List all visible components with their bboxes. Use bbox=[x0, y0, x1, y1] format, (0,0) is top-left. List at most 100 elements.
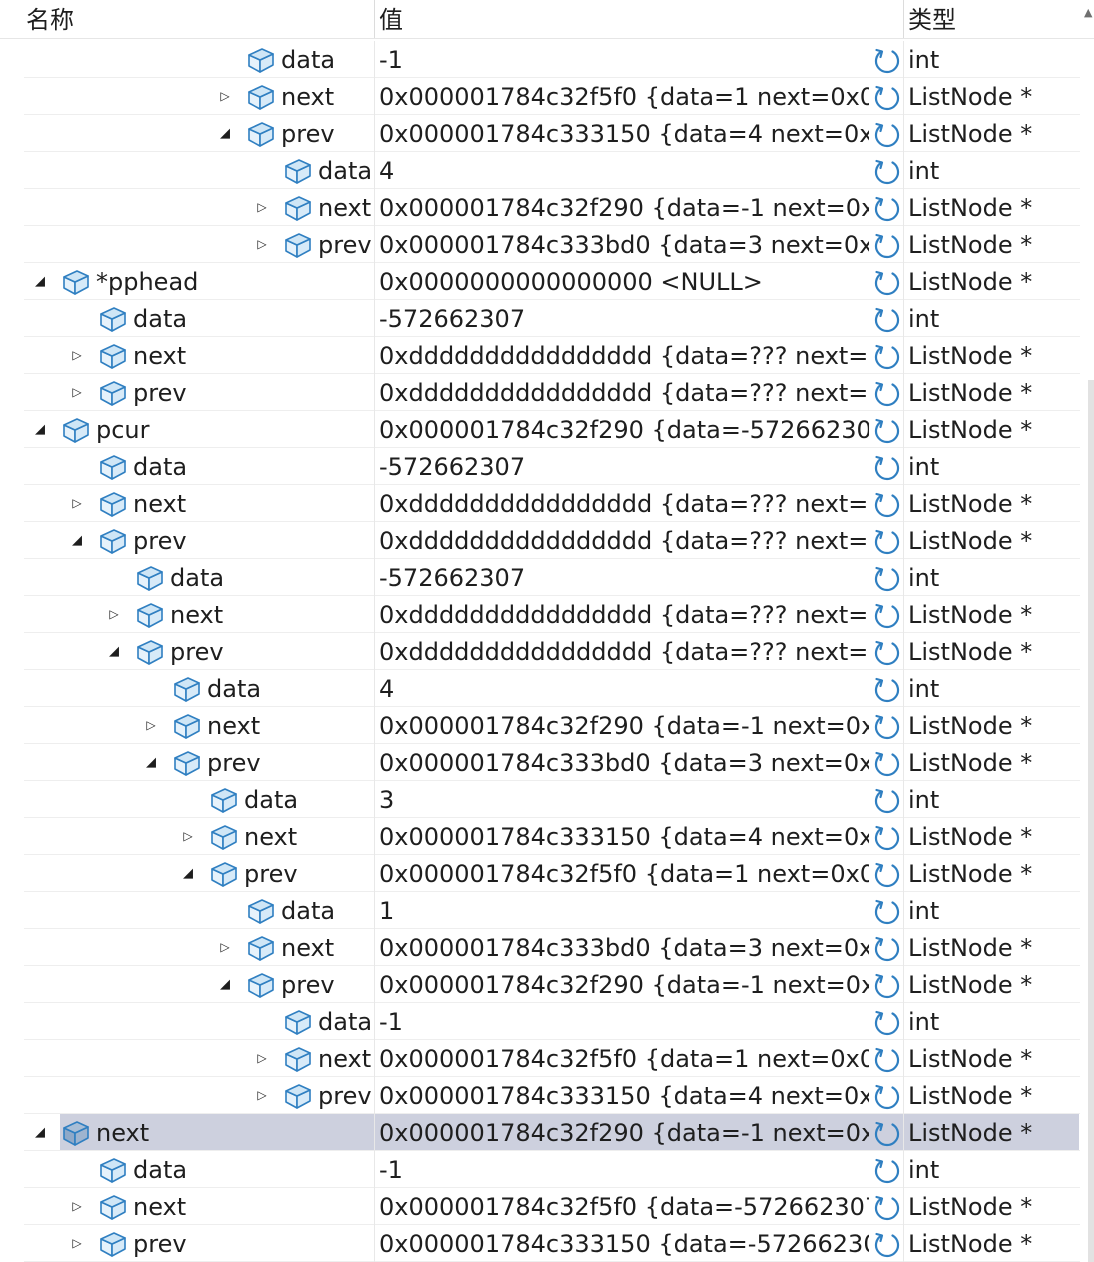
collapse-toggle-icon[interactable]: ◢ bbox=[72, 533, 82, 548]
refresh-icon[interactable] bbox=[872, 1192, 902, 1222]
variable-value[interactable]: 0x000001784c32f5f0 {data=1 next=0x00... bbox=[379, 1045, 869, 1073]
variable-value[interactable]: 0x000001784c32f5f0 {data=1 next=0x00... bbox=[379, 860, 869, 888]
variable-value[interactable]: 4 bbox=[379, 675, 395, 703]
refresh-icon[interactable] bbox=[872, 1044, 902, 1074]
refresh-icon[interactable] bbox=[872, 82, 902, 112]
refresh-icon[interactable] bbox=[872, 156, 902, 186]
collapse-toggle-icon[interactable]: ◢ bbox=[35, 422, 45, 437]
refresh-icon[interactable] bbox=[872, 526, 902, 556]
variable-value[interactable]: -572662307 bbox=[379, 453, 526, 481]
variable-value[interactable]: 0x000001784c32f290 {data=-1 next=0x0... bbox=[379, 712, 869, 740]
refresh-icon[interactable] bbox=[872, 785, 902, 815]
variable-value[interactable]: 0x000001784c333bd0 {data=3 next=0x0... bbox=[379, 231, 869, 259]
variable-value[interactable]: 0x000001784c32f290 {data=-1 next=0x0... bbox=[379, 971, 869, 999]
variable-value[interactable]: -1 bbox=[379, 46, 403, 74]
variable-value[interactable]: -572662307 bbox=[379, 305, 526, 333]
collapse-toggle-icon[interactable]: ◢ bbox=[35, 274, 45, 289]
refresh-icon[interactable] bbox=[872, 748, 902, 778]
refresh-icon[interactable] bbox=[872, 970, 902, 1000]
collapse-toggle-icon[interactable]: ◢ bbox=[220, 977, 230, 992]
collapse-toggle-icon[interactable]: ◢ bbox=[183, 866, 193, 881]
refresh-icon[interactable] bbox=[872, 563, 902, 593]
refresh-icon[interactable] bbox=[872, 193, 902, 223]
refresh-icon[interactable] bbox=[872, 637, 902, 667]
variable-value[interactable]: 0x000001784c32f290 {data=-1 next=0x0... bbox=[379, 194, 869, 222]
expand-toggle-icon[interactable]: ▷ bbox=[109, 607, 119, 621]
refresh-icon[interactable] bbox=[872, 711, 902, 741]
variable-value[interactable]: 0x000001784c333150 {data=-572662307... bbox=[379, 1230, 869, 1258]
variable-value[interactable]: 0xdddddddddddddddd {data=??? next=?... bbox=[379, 638, 869, 666]
expand-toggle-icon[interactable]: ▷ bbox=[183, 829, 193, 843]
variable-value[interactable]: 1 bbox=[379, 897, 395, 925]
variable-value[interactable]: 0x000001784c333bd0 {data=3 next=0x0... bbox=[379, 934, 869, 962]
variable-value[interactable]: 0x000001784c333150 {data=4 next=0x0... bbox=[379, 1082, 869, 1110]
expand-toggle-icon[interactable]: ▷ bbox=[257, 1088, 267, 1102]
refresh-icon[interactable] bbox=[872, 415, 902, 445]
refresh-icon[interactable] bbox=[872, 341, 902, 371]
variable-value[interactable]: 0xdddddddddddddddd {data=??? next=?... bbox=[379, 490, 869, 518]
variable-value[interactable]: 0xdddddddddddddddd {data=??? next=?... bbox=[379, 342, 869, 370]
header-type[interactable]: 类型 bbox=[908, 6, 956, 34]
variable-value[interactable]: 0x000001784c333bd0 {data=3 next=0x0... bbox=[379, 749, 869, 777]
variable-value[interactable]: 0xdddddddddddddddd {data=??? next=?... bbox=[379, 527, 869, 555]
expand-toggle-icon[interactable]: ▷ bbox=[220, 89, 230, 103]
header-name[interactable]: 名称 bbox=[26, 6, 74, 34]
header-separator[interactable] bbox=[374, 0, 375, 38]
expand-toggle-icon[interactable]: ▷ bbox=[257, 1051, 267, 1065]
variable-value[interactable]: 0x000001784c32f5f0 {data=1 next=0x00... bbox=[379, 83, 869, 111]
refresh-icon[interactable] bbox=[872, 378, 902, 408]
refresh-icon[interactable] bbox=[872, 1118, 902, 1148]
collapse-toggle-icon[interactable]: ◢ bbox=[146, 755, 156, 770]
refresh-icon[interactable] bbox=[872, 304, 902, 334]
collapse-toggle-icon[interactable]: ◢ bbox=[220, 126, 230, 141]
refresh-icon[interactable] bbox=[872, 859, 902, 889]
expand-toggle-icon[interactable]: ▷ bbox=[257, 237, 267, 251]
refresh-icon[interactable] bbox=[872, 452, 902, 482]
variable-value[interactable]: 0x000001784c32f290 {data=-572662307 ... bbox=[379, 416, 869, 444]
variable-value[interactable]: 0x0000000000000000 <NULL> bbox=[379, 268, 763, 296]
refresh-icon[interactable] bbox=[872, 1229, 902, 1259]
header-value[interactable]: 值 bbox=[379, 6, 403, 34]
header-separator[interactable] bbox=[903, 0, 904, 38]
variable-value[interactable]: 0xdddddddddddddddd {data=??? next=?... bbox=[379, 379, 869, 407]
expand-toggle-icon[interactable]: ▷ bbox=[72, 385, 82, 399]
expand-toggle-icon[interactable]: ▷ bbox=[220, 940, 230, 954]
refresh-icon[interactable] bbox=[872, 822, 902, 852]
expand-toggle-icon[interactable]: ▷ bbox=[146, 718, 156, 732]
expand-toggle-icon[interactable]: ▷ bbox=[72, 496, 82, 510]
variable-value[interactable]: 0x000001784c333150 {data=4 next=0x0... bbox=[379, 120, 869, 148]
variable-value[interactable]: -1 bbox=[379, 1156, 403, 1184]
refresh-icon[interactable] bbox=[872, 45, 902, 75]
expand-toggle-icon[interactable]: ▷ bbox=[72, 1199, 82, 1213]
refresh-icon[interactable] bbox=[872, 674, 902, 704]
variable-value[interactable]: 0x000001784c32f5f0 {data=-572662307 ... bbox=[379, 1193, 869, 1221]
refresh-icon[interactable] bbox=[872, 933, 902, 963]
collapse-toggle-icon[interactable]: ◢ bbox=[109, 644, 119, 659]
refresh-icon[interactable] bbox=[872, 600, 902, 630]
collapse-toggle-icon[interactable]: ◢ bbox=[35, 1125, 45, 1140]
